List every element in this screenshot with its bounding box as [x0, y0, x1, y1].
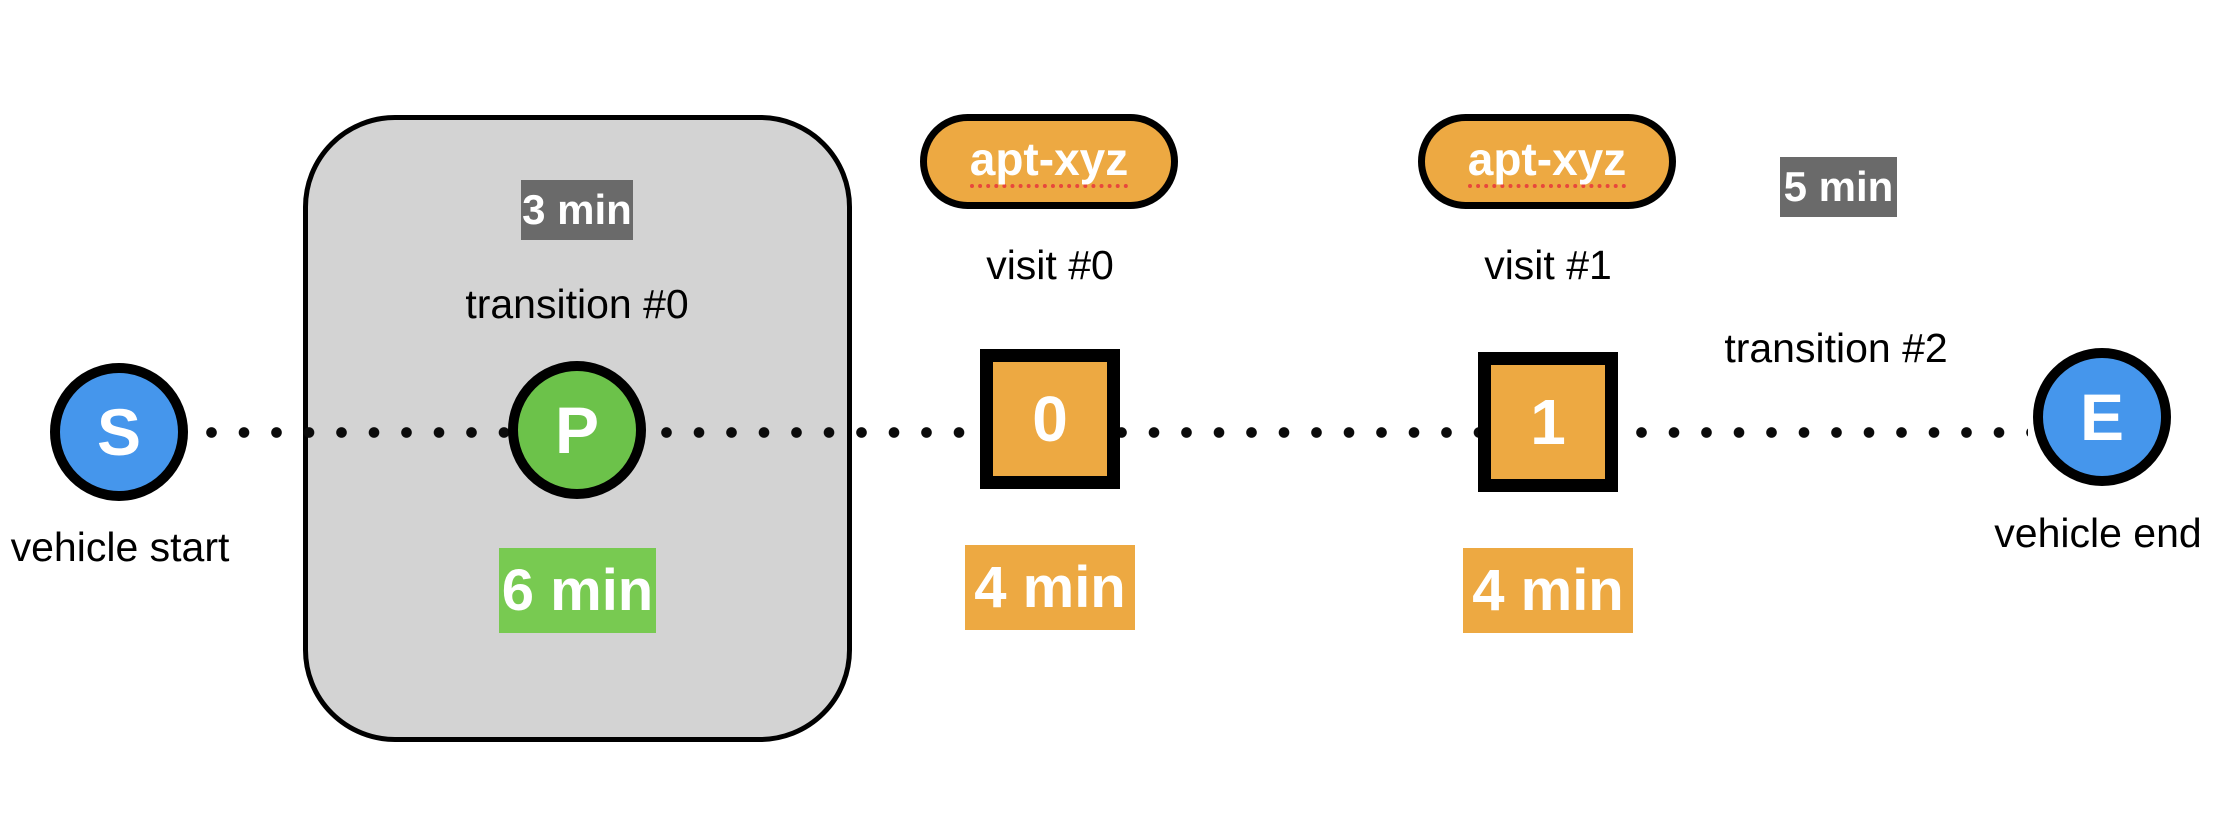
vehicle-end-node: E — [2033, 348, 2171, 486]
parking-duration-badge: 6 min — [499, 548, 656, 633]
visit-1-node: 1 — [1478, 352, 1618, 492]
vehicle-end-label: vehicle end — [1994, 510, 2202, 556]
parking-node: P — [508, 361, 646, 499]
visit-1-appointment-tag: apt-xyz — [1467, 135, 1627, 189]
visit-0-appointment-tag: apt-xyz — [969, 135, 1129, 189]
visit-0-appointment-pill: apt-xyz — [920, 114, 1178, 209]
visit-0-label: visit #0 — [986, 242, 1114, 288]
visit-0-duration-badge: 4 min — [965, 545, 1135, 630]
vehicle-start-node: S — [50, 363, 188, 501]
visit-1-label: visit #1 — [1484, 242, 1612, 288]
visit-1-appointment-pill: apt-xyz — [1418, 114, 1676, 209]
transition-2-label: transition #2 — [1724, 325, 1948, 371]
transition-0-label: transition #0 — [465, 281, 689, 327]
transition-0-duration-badge: 3 min — [521, 180, 633, 240]
transition-2-duration-badge: 5 min — [1780, 157, 1897, 217]
visit-1-duration-badge: 4 min — [1463, 548, 1633, 633]
vehicle-start-label: vehicle start — [10, 524, 230, 570]
visit-0-node: 0 — [980, 349, 1120, 489]
